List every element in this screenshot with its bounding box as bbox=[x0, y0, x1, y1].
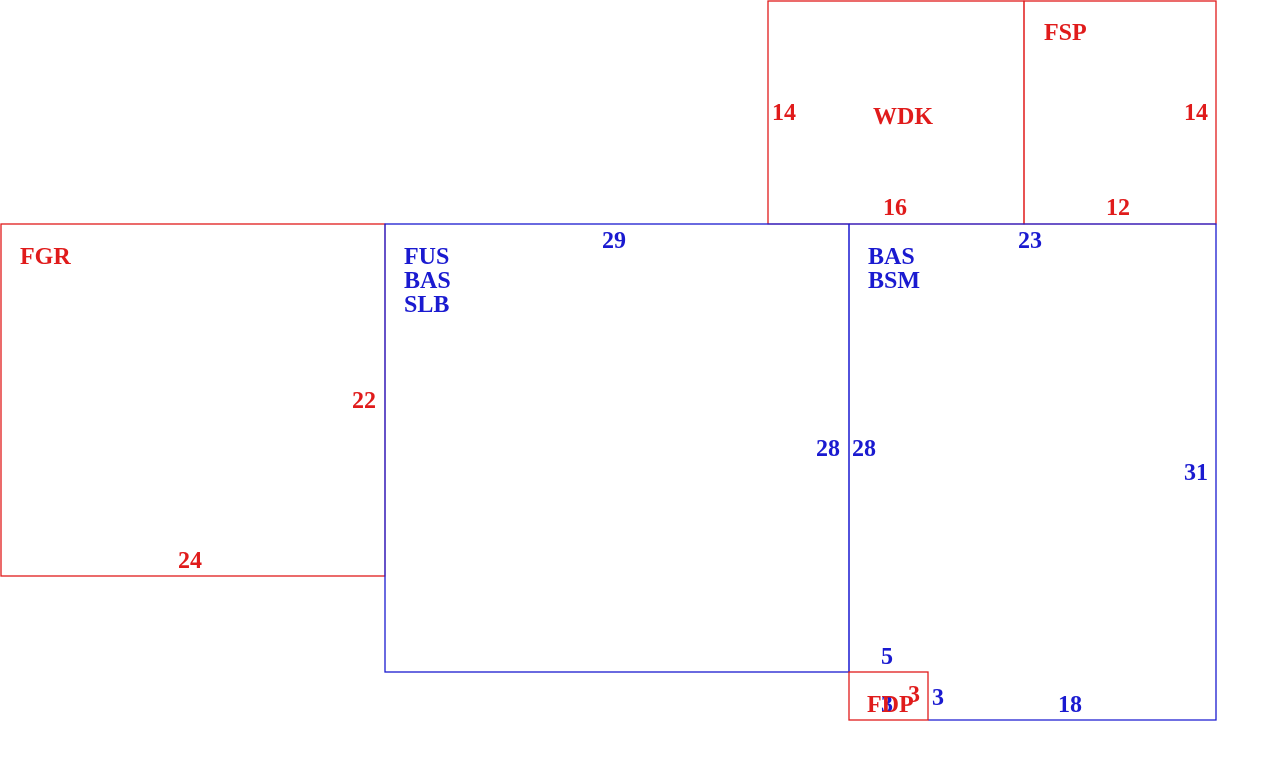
room-fus-label-3: SLB bbox=[404, 292, 449, 318]
room-bas-dim-notch-top: 5 bbox=[881, 644, 893, 670]
room-fgr-dim-bottom: 24 bbox=[178, 548, 202, 574]
room-fsp-label: FSP bbox=[1044, 20, 1087, 46]
room-fus-dim-right: 28 bbox=[816, 436, 840, 462]
room-wdk-dim-bottom: 16 bbox=[883, 195, 907, 221]
room-fgr-dim-right: 22 bbox=[352, 388, 376, 414]
room-bas-dim-left: 28 bbox=[852, 436, 876, 462]
room-fgr-outline bbox=[0, 223, 386, 577]
room-bas-label-1: BAS bbox=[868, 244, 915, 270]
room-bas-dim-top: 23 bbox=[1018, 228, 1042, 254]
room-fsp-dim-right: 14 bbox=[1184, 100, 1208, 126]
room-fus-dim-top: 29 bbox=[602, 228, 626, 254]
room-fus-label-1: FUS bbox=[404, 244, 449, 270]
room-fsp-dim-bottom: 12 bbox=[1106, 195, 1130, 221]
room-fdp-label: FDP bbox=[867, 692, 914, 718]
room-wdk-label: WDK bbox=[873, 104, 933, 130]
room-fus-label-2: BAS bbox=[404, 268, 451, 294]
room-fgr-label: FGR bbox=[20, 244, 71, 270]
room-bas-label-2: BSM bbox=[868, 268, 920, 294]
room-fdp-dim-left: 3 bbox=[881, 692, 893, 718]
room-fdp-outline bbox=[848, 671, 929, 721]
room-fdp-dim-right: 3 bbox=[908, 682, 920, 708]
room-bas-dim-notch-side: 3 bbox=[932, 685, 944, 711]
room-bas-dim-bottom: 18 bbox=[1058, 692, 1082, 718]
room-fus-outline bbox=[384, 223, 850, 673]
room-bas-outline bbox=[848, 223, 1217, 721]
room-bas-dim-right: 31 bbox=[1184, 460, 1208, 486]
room-wdk-dim-left: 14 bbox=[772, 100, 796, 126]
